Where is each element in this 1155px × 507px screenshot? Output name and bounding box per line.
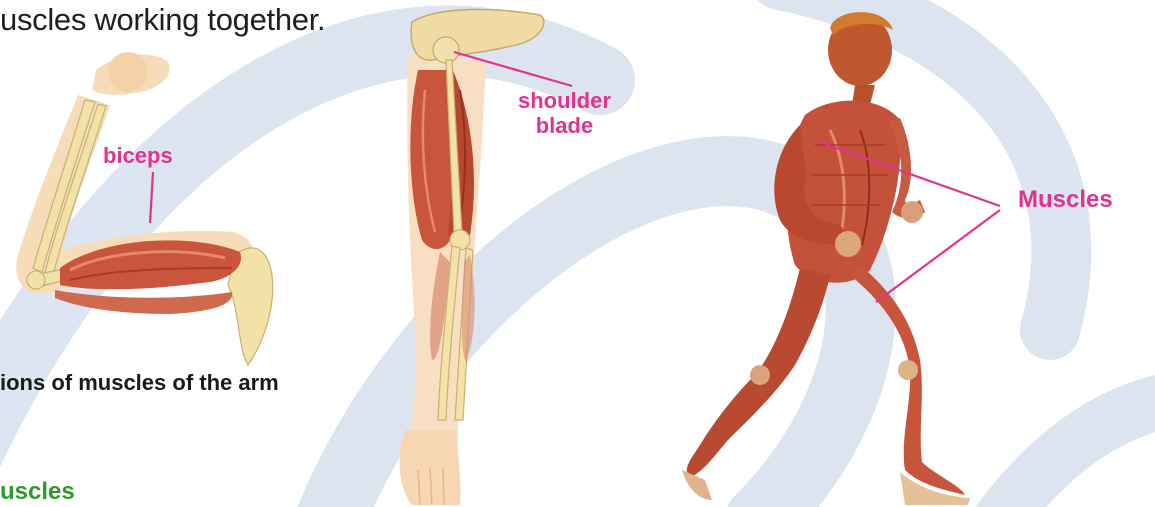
shoulder-blade-label: shoulder blade (518, 88, 611, 138)
shoulder-blade-label-line1: shoulder (518, 88, 611, 113)
shoulder-blade-label-line2: blade (518, 113, 611, 138)
figure-caption: ions of muscles of the arm (0, 370, 279, 396)
runner-back-leg (682, 268, 830, 500)
runner-front-leg (850, 265, 970, 505)
muscles-label: Muscles (1018, 187, 1113, 212)
section-title: uscles (0, 478, 75, 506)
heading-text: uscles working together. (0, 2, 325, 38)
biceps-label: biceps (103, 143, 173, 168)
runner-head (828, 12, 893, 105)
